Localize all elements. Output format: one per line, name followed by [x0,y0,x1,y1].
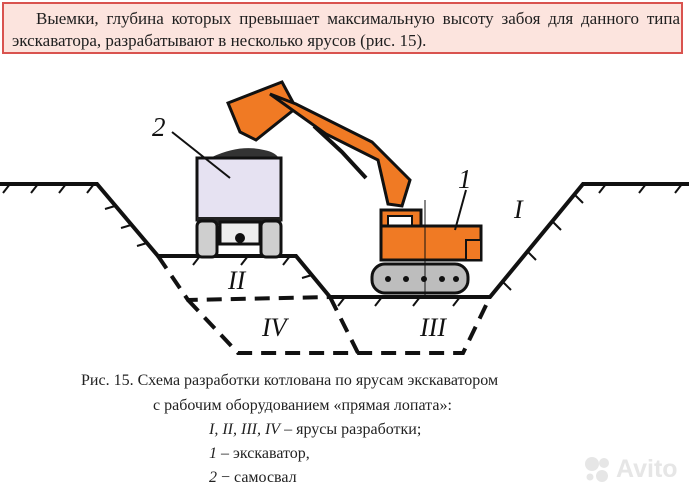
dump-truck: 2 [152,112,283,259]
watermark-text: Avito [616,454,678,483]
excavation-scheme-diagram: I II III IV 2 1 [0,80,689,355]
truck-wheel [195,219,219,259]
avito-logo-icon [585,457,609,482]
legend-dump-truck: 2 − самосвал [209,469,297,487]
leader-line-1 [454,189,467,231]
excavator-bucket [226,80,298,142]
excavator-boom [269,92,412,208]
legend-excavator: 1 – экскаватор, [209,445,310,463]
legend-tiers-list: I, II, III, IV [209,421,281,438]
legend-item2-text: − самосвал [217,469,297,486]
truck-wheel [259,219,283,259]
tier-label-1: I [513,195,524,224]
tier-label-3: III [419,313,447,342]
legend-item2-num: 2 [209,469,217,486]
legend-item1-text: – экскаватор, [217,445,310,462]
tier-boundaries [156,254,492,355]
leader-line-2 [171,131,231,179]
legend-tiers: I, II, III, IV – ярусы разработки; [209,421,421,439]
legend-item1-num: 1 [209,445,217,462]
label-excavator: 1 [458,164,472,194]
excavator: 1 [226,80,483,295]
truck-body [195,156,283,222]
figure-caption-line1: Рис. 15. Схема разработки котлована по я… [81,372,499,389]
ground-hatching [2,183,683,307]
legend-tiers-text: – ярусы разработки; [280,421,422,438]
tier-label-2: II [227,266,247,295]
tier-label-4: IV [261,313,290,342]
pit-profile [0,182,689,299]
avito-watermark: Avito [582,454,678,484]
intro-paragraph: Выемки, глубина которых превышает максим… [12,9,680,50]
excavator-track [370,262,470,295]
figure-caption-line2: с рабочим оборудованием «прямая лопата»: [153,397,452,414]
label-dump-truck: 2 [152,112,166,142]
intro-text-box: Выемки, глубина которых превышает максим… [2,2,683,54]
